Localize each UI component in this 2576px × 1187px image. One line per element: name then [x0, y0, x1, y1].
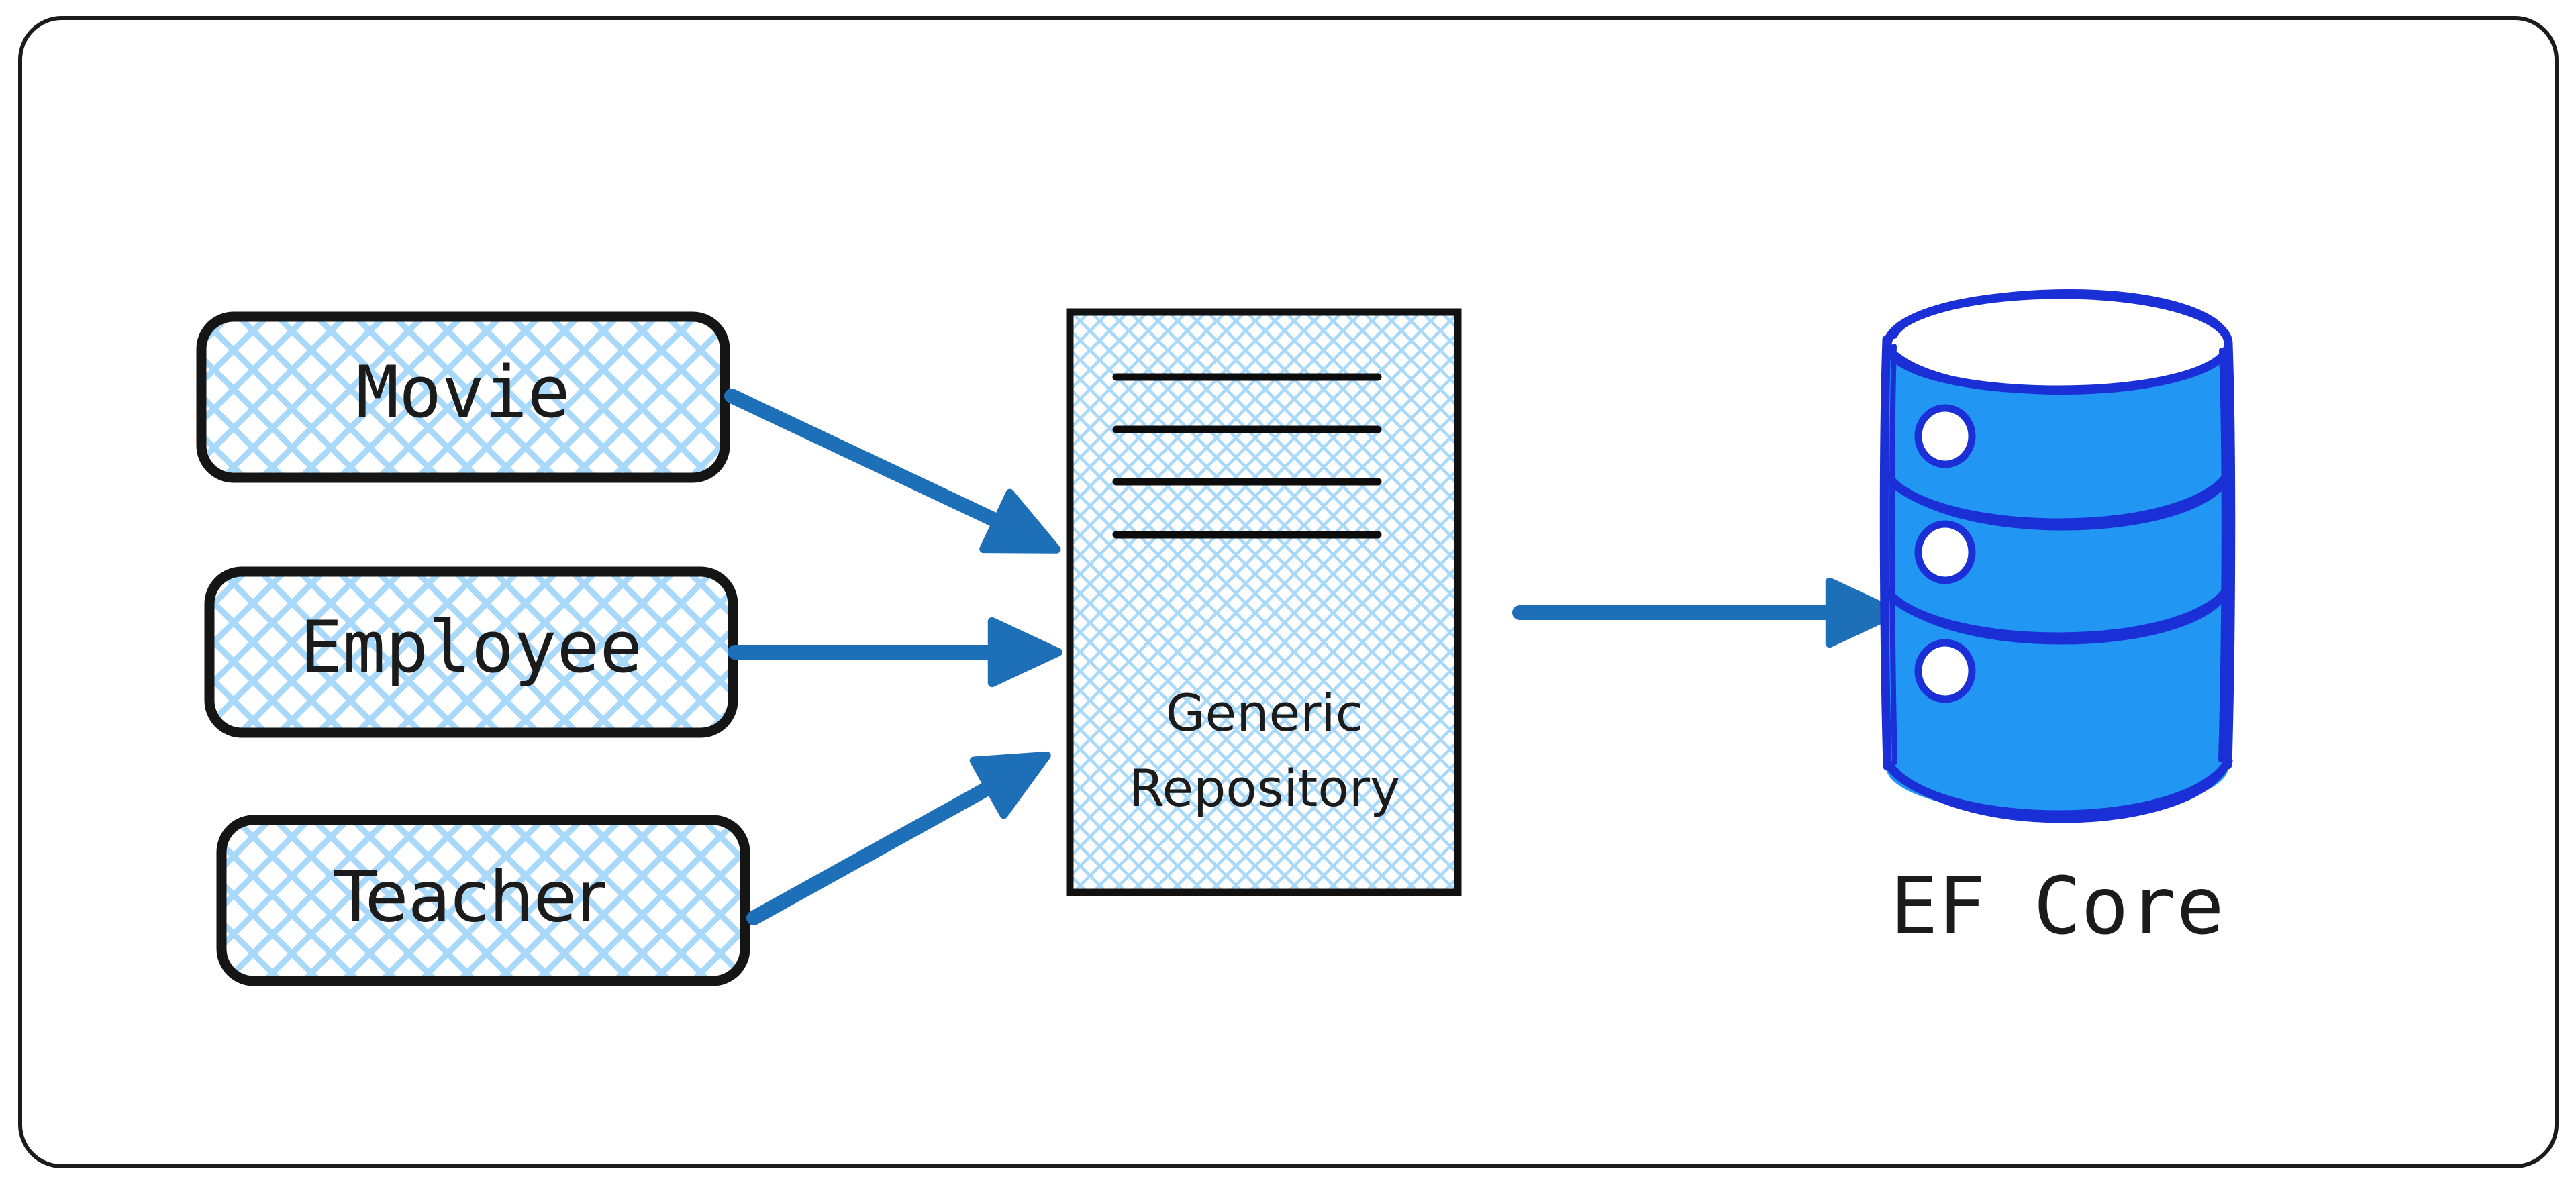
teacher-box-shape [216, 815, 750, 986]
database-hole-3 [1914, 639, 1976, 703]
document-shape [1066, 308, 1462, 896]
entity-label-teacher: Teacher [334, 856, 605, 937]
document-rule-lines [1112, 373, 1382, 539]
entity-box-employee[interactable]: Employee [204, 566, 738, 738]
database-hole-2 [1914, 520, 1976, 584]
database-top-face [1886, 293, 2228, 389]
database-hole-1 [1914, 404, 1976, 468]
arrow-movie-to-repository [724, 389, 1061, 554]
generic-repository-document[interactable]: Generic Repository [1066, 308, 1462, 896]
document-label-line1: Generic [1166, 683, 1364, 743]
database-tier-divider-1 [1883, 469, 2233, 531]
entity-label-employee: Employee [300, 606, 643, 688]
database-side-strokes [1879, 335, 2236, 771]
entity-box-teacher[interactable]: Teacher [216, 815, 750, 986]
database-tier-divider-2 [1881, 583, 2233, 645]
database-port-holes [1914, 404, 1976, 703]
arrow-teacher-to-repository [746, 751, 1051, 925]
database-label-ef-core: EF Core [1890, 860, 2224, 952]
entity-label-movie: Movie [356, 351, 570, 433]
entity-box-movie[interactable]: Movie [196, 311, 730, 483]
database-body-fill [1886, 341, 2228, 815]
document-label-line2: Repository [1129, 758, 1400, 818]
database-bottom-rim [1883, 756, 2233, 823]
database-cylinder[interactable] [1879, 289, 2236, 823]
flow-arrows [724, 389, 1900, 925]
